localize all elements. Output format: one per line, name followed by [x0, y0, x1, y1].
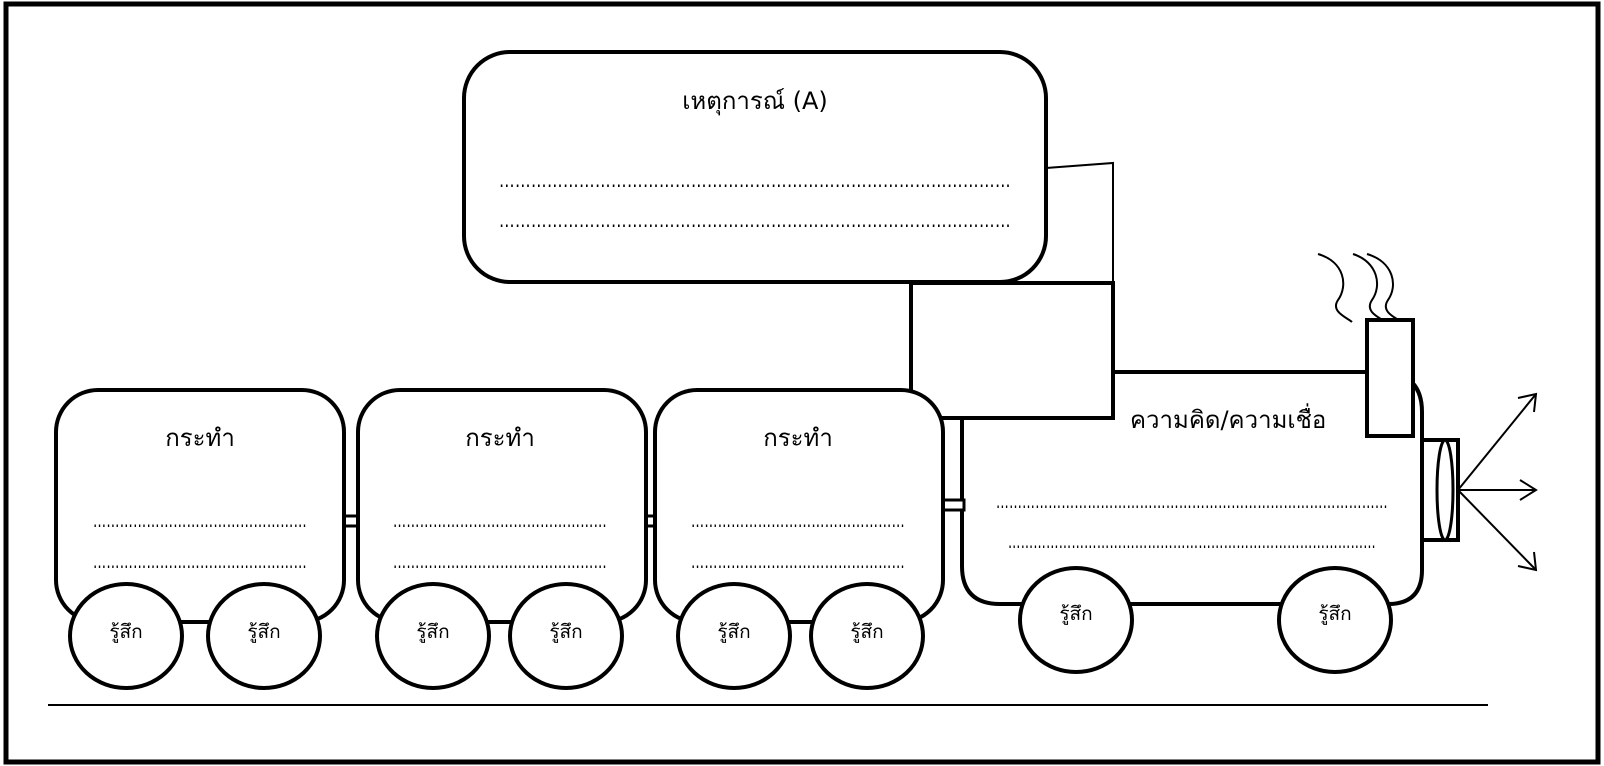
car-label: กระทำ: [165, 424, 235, 452]
chimney: [1365, 318, 1415, 438]
car-line-1: …………………………………………: [393, 508, 607, 532]
car-line-2: …………………………………………: [93, 549, 307, 573]
wheel-label: รู้สึก: [416, 621, 449, 643]
wheel-label: รู้สึก: [850, 621, 883, 643]
car-label: กระทำ: [763, 424, 833, 452]
car-line-2: …………………………………………: [691, 549, 905, 573]
wheel-label: รู้สึก: [1318, 603, 1351, 625]
car-1-wheel-right: รู้สึก: [206, 582, 322, 690]
cab: [909, 281, 1115, 420]
car-1: กระทำ ………………………………………… …………………………………………: [54, 388, 346, 624]
event-box-line-1: ……………………………………………………………………………………: [499, 168, 1011, 192]
wheel-label: รู้สึก: [717, 621, 750, 643]
light-beam-arrows: [1457, 392, 1538, 572]
coupling-3: [940, 498, 966, 512]
car-3-wheel-right: รู้สึก: [809, 582, 925, 690]
event-box: เหตุการณ์ (A) ………………………………………………………………………: [462, 50, 1048, 284]
car-3: กระทำ ………………………………………… …………………………………………: [653, 388, 945, 624]
wheel-label: รู้สึก: [1059, 603, 1092, 625]
car-label: กระทำ: [465, 424, 535, 452]
smoke-icon: [1317, 253, 1403, 323]
event-box-line-2: ……………………………………………………………………………………: [499, 208, 1011, 232]
wheels: รู้สึก รู้สึก รู้สึก รู้สึก รู้สึก รู้สึ…: [68, 566, 1393, 690]
car-2-wheel-right: รู้สึก: [508, 582, 624, 690]
locomotive-wheel-right: รู้สึก: [1277, 566, 1393, 674]
locomotive-line-2: ……………………………………………………………………………: [1008, 529, 1376, 553]
car-1-wheel-left: รู้สึก: [68, 582, 184, 690]
car-3-wheel-left: รู้สึก: [676, 582, 792, 690]
outer-frame: [3, 1, 1601, 765]
wheel-label: รู้สึก: [109, 621, 142, 643]
locomotive: ความคิด/ความเชื่อ ……………………………………………………………: [909, 281, 1460, 606]
locomotive-label: ความคิด/ความเชื่อ: [1130, 403, 1326, 434]
car-line-2: …………………………………………: [393, 549, 607, 573]
locomotive-wheel-left: รู้สึก: [1018, 566, 1134, 674]
car-line-1: …………………………………………: [691, 508, 905, 532]
car-2: กระทำ ………………………………………… …………………………………………: [356, 388, 648, 624]
wheel-label: รู้สึก: [247, 621, 280, 643]
headlight-lens: [1435, 438, 1455, 542]
car-2-wheel-left: รู้สึก: [375, 582, 491, 690]
locomotive-line-1: ………………………………………………………………………………: [996, 489, 1388, 513]
wheel-label: รู้สึก: [549, 621, 582, 643]
event-box-title: เหตุการณ์ (A): [682, 87, 828, 116]
car-line-1: …………………………………………: [93, 508, 307, 532]
